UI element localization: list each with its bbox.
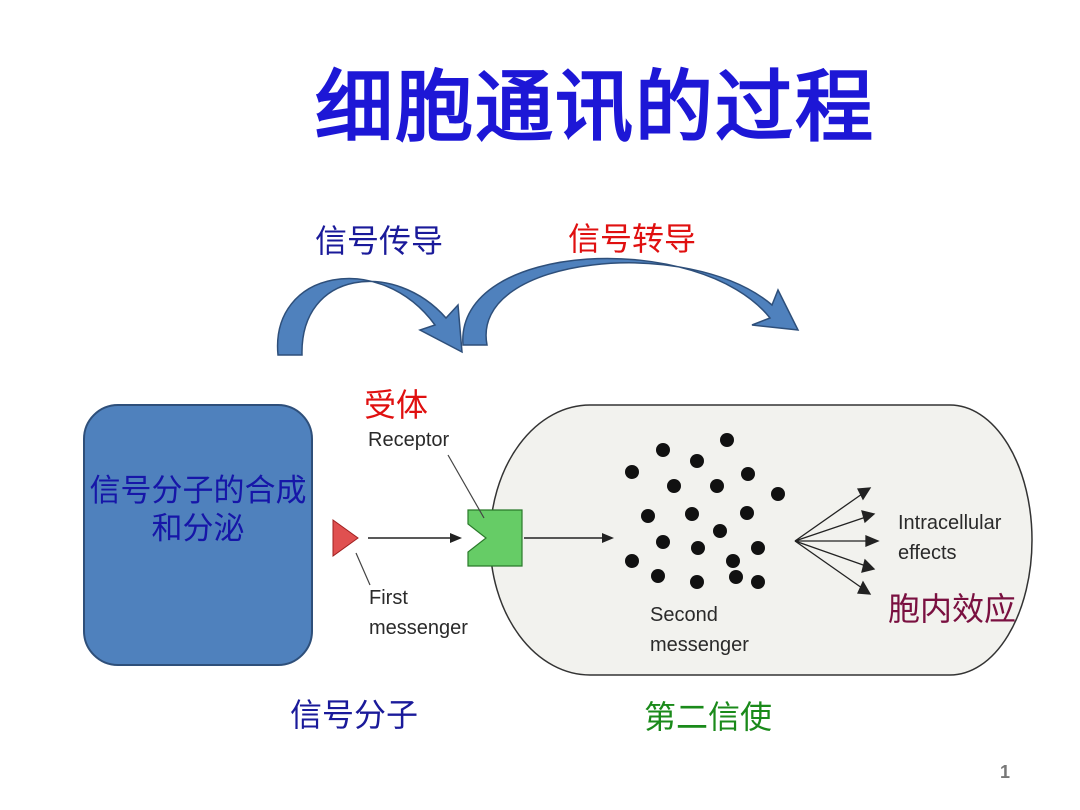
receptor-shape	[467, 509, 523, 567]
second-messenger-dots	[625, 433, 785, 589]
signal-conduction-label: 信号传导	[315, 222, 444, 260]
first-messenger-label-en: First messenger	[369, 587, 468, 639]
receptor-label-en: Receptor	[368, 429, 450, 451]
signal-transduction-label: 信号转导	[568, 220, 697, 258]
effect-arrows	[794, 487, 880, 595]
receptor-label-cn: 受体	[364, 386, 429, 424]
page-number: 1	[1000, 762, 1011, 782]
signal-molecule-label: 信号分子	[290, 696, 419, 734]
curved-arrow-right	[462, 257, 800, 346]
curved-arrow-left	[276, 277, 463, 356]
intracellular-effect-label-cn: 胞内效应	[888, 590, 1017, 628]
signal-synthesis-box	[83, 404, 313, 666]
second-messenger-label-en: Second messenger	[650, 604, 749, 656]
first-messenger-shape	[332, 519, 359, 557]
slide-title: 细胞通讯的过程	[314, 63, 875, 153]
second-messenger-label-cn: 第二信使	[644, 698, 773, 736]
intracellular-effects-label-en: Intracellular effects	[898, 512, 1002, 564]
signal-synthesis-text: 信号分子的合成和分泌	[89, 473, 307, 547]
